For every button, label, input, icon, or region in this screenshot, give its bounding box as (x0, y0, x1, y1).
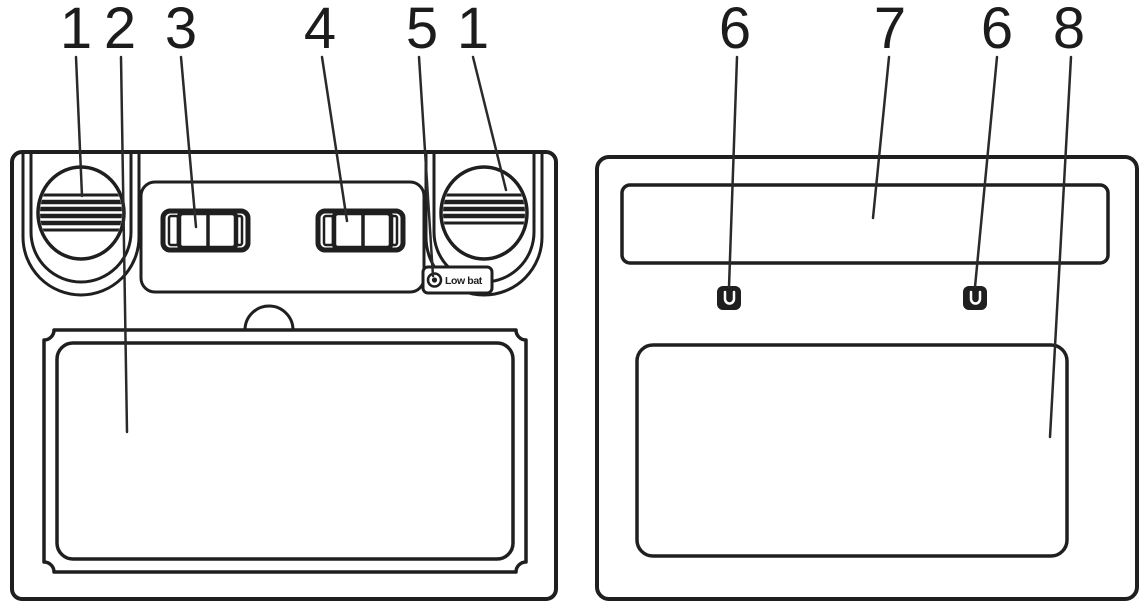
rear-window (635, 343, 1069, 558)
front-left-knob-ridges (40, 193, 122, 232)
front-left-knob (36, 165, 126, 261)
rear-sensor-right (963, 286, 987, 310)
leader-1-right (471, 55, 508, 192)
leader-3 (179, 55, 198, 229)
callout-label-6-right: 6 (980, 0, 1014, 61)
leader-6-left (727, 55, 739, 289)
leader-8 (1048, 55, 1073, 439)
front-right-knob (439, 165, 529, 261)
callout-label-5: 5 (405, 0, 439, 61)
leader-1-left (74, 55, 84, 198)
slider-switch-right (315, 208, 406, 253)
callout-leader-lines (74, 55, 1073, 439)
front-window (55, 341, 515, 561)
leader-2 (119, 55, 129, 434)
leader-7 (871, 55, 891, 220)
front-left-knob-recess (21, 152, 141, 297)
low-battery-indicator: Low bat (421, 265, 494, 295)
leader-5 (417, 55, 435, 278)
rear-view-diagram (595, 155, 1139, 601)
front-right-knob-ridges (443, 193, 525, 225)
slider-switch-left (160, 208, 251, 253)
rear-top-slot (620, 183, 1110, 265)
callout-label-6-left: 6 (718, 0, 752, 61)
callout-label-4: 4 (303, 0, 337, 61)
leader-6-right (973, 55, 999, 289)
callout-label-1-left: 1 (59, 0, 93, 61)
callout-label-8: 8 (1052, 0, 1086, 61)
callout-label-7: 7 (873, 0, 907, 61)
callout-label-2: 2 (103, 0, 137, 61)
low-battery-led-icon (426, 272, 443, 288)
rear-sensor-left (717, 286, 741, 310)
low-battery-label: Low bat (445, 275, 483, 287)
callout-label-1-right: 1 (456, 0, 490, 61)
leader-4 (320, 55, 349, 223)
callout-label-3: 3 (164, 0, 198, 61)
front-view-diagram: Low bat (10, 150, 558, 601)
